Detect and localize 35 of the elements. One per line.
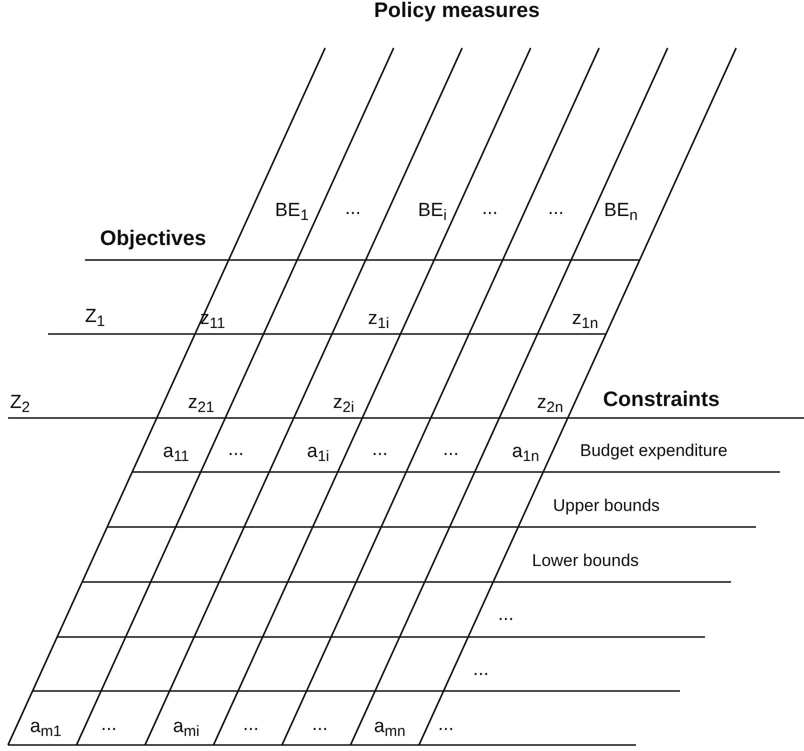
row-heading: Objectives (100, 228, 206, 250)
cell-value: z$_{1i}$ (368, 308, 390, 330)
row-label: Z$_{1}$ (85, 306, 105, 328)
ellipsis: ... (101, 714, 117, 736)
section-heading: Constraints (603, 389, 720, 411)
ellipsis: ... (443, 439, 459, 461)
table-heading: Policy measures (374, 0, 540, 22)
cell-value: a$_{11}$ (163, 441, 190, 463)
ellipsis: ... (372, 439, 388, 461)
ellipsis: ... (228, 439, 244, 461)
cell-value: a$_{m1}$ (30, 716, 62, 738)
cell-value: a$_{mn}$ (374, 716, 406, 738)
ellipsis: ... (498, 604, 514, 626)
ellipsis: ... (482, 198, 498, 220)
ellipsis: ... (438, 714, 454, 736)
cell-value: a$_{1n}$ (512, 441, 540, 463)
cell-value: z$_{2n}$ (537, 392, 564, 414)
row-label: Budget expenditure (580, 440, 728, 462)
cell-value: a$_{mi}$ (173, 716, 200, 738)
cell-value: z$_{21}$ (188, 392, 214, 414)
cell-value: a$_{1i}$ (307, 441, 330, 463)
cell-value: z$_{2i}$ (333, 392, 354, 414)
column-header: BE$_{1}$ (275, 200, 309, 222)
ellipsis: ... (243, 714, 259, 736)
cell-value: z$_{11}$ (200, 308, 226, 330)
ellipsis: ... (312, 714, 328, 736)
row-label: Lower bounds (532, 550, 639, 572)
ellipsis: ... (473, 659, 489, 681)
column-header: BE$_{i}$ (418, 200, 447, 222)
ellipsis: ... (345, 198, 361, 220)
row-label: Z$_{2}$ (10, 392, 30, 414)
ellipsis: ... (548, 198, 564, 220)
cell-value: z$_{1n}$ (572, 308, 598, 330)
row-label: Upper bounds (553, 495, 660, 517)
column-header: BE$_{n}$ (604, 200, 638, 222)
